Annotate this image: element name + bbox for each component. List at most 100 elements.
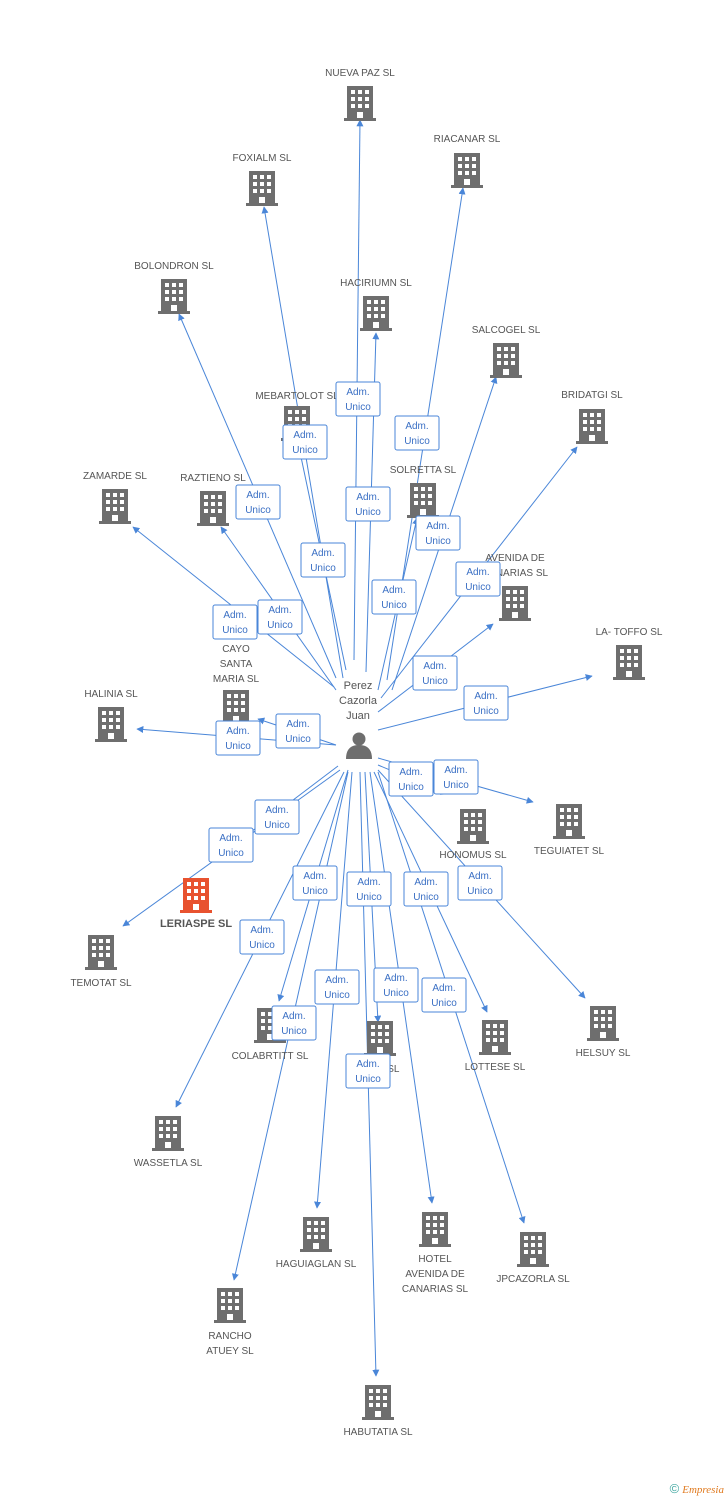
building-icon [85,935,117,970]
role-label: Unico [404,436,430,447]
company-node-leriaspe[interactable]: LERIASPE SL [160,878,232,930]
role-label: Unico [310,563,336,574]
company-node-wassetla[interactable]: WASSETLA SL [134,1116,203,1169]
role-label: Unico [355,1074,381,1085]
building-icon [490,343,522,378]
role-label: Unico [264,820,290,831]
role-badge-habutatia[interactable]: Adm.Unico [345,1053,391,1089]
company-node-salcogel[interactable]: SALCOGEL SL [472,325,541,378]
person-node[interactable]: Perez Cazorla Juan [339,680,378,759]
role-label: Unico [222,625,248,636]
role-badge-nueva-paz[interactable]: Adm.Unico [335,381,381,417]
role-badge-helsuy[interactable]: Adm. Unico [457,865,503,901]
person-name-line-1: Perez [344,680,373,692]
role-badge-lottese[interactable]: Adm.Unico [403,871,449,907]
building-icon [517,1232,549,1267]
role-label: Unico [355,507,381,518]
company-node-mebartolot[interactable]: MEBARTOLOT SL [255,391,339,441]
company-label: TEGUIATET SL [534,846,605,857]
company-label: WASSETLA SL [134,1158,203,1169]
company-node-riacanar[interactable]: RIACANAR SL [434,134,501,188]
company-node-halinia[interactable]: HALINIA SL [84,689,138,742]
building-icon [197,491,229,526]
role-badge-halinia[interactable]: Adm.Unico [215,720,261,756]
company-label: HELSUY SL [576,1048,631,1059]
company-node-colabrtitt[interactable]: COLABRTITT SL [232,1008,309,1062]
company-label: TEMOTAT SL [70,978,132,989]
role-badge-honomus[interactable]: Adm.Unico [388,761,434,797]
role-badge-teguiatet[interactable]: Adm.Unico [433,759,479,795]
company-node-zamarde[interactable]: ZAMARDE SL [83,471,147,524]
company-node-haciriumn[interactable]: HACIRIUMN SL [340,278,412,331]
company-label: RIACANAR SL [434,134,501,145]
company-node-helsuy[interactable]: HELSUY SL [576,1006,631,1059]
role-label: Adm. [303,871,326,882]
company-node-teguiatet[interactable]: TEGUIATET SL [534,804,605,857]
role-badge-avenida-canarias[interactable]: Adm.Unico [412,655,458,691]
company-node-bolondron[interactable]: BOLONDRON SL [134,261,214,314]
company-label: CAYO [222,644,250,655]
role-badge-salcogel[interactable]: Adm.Unico [371,579,417,615]
company-node-haguiaglan[interactable]: HAGUIAGLAN SL [276,1217,357,1270]
role-badge-jpcazorla[interactable]: Adm.Unico [421,977,467,1013]
role-label: Unico [473,706,499,717]
role-label: Unico [467,886,493,897]
role-badge-foxialm[interactable]: Adm.Unico [300,542,346,578]
role-label: Adm. [399,767,422,778]
role-badge-colabrtitt[interactable]: Adm. Unico [292,865,338,901]
company-node-honomus[interactable]: HONOMUS SL [439,809,507,861]
role-badge-bridatgi[interactable]: Adm.Unico [455,561,501,597]
company-label: SANTA [220,659,253,670]
role-label: Adm. [286,719,309,730]
role-label: Adm. [384,973,407,984]
building-icon [158,279,190,314]
role-badge-bolondron[interactable]: Adm.Unico [235,484,281,520]
role-label: Adm. [468,871,491,882]
company-node-nueva-paz[interactable]: NUEVA PAZ SL [325,68,395,121]
role-badge-solretta[interactable]: Adm.Unico [415,515,461,551]
role-label: Adm. [325,975,348,986]
role-label: Adm. [356,492,379,503]
role-badge-riacanar[interactable]: Adm.Unico [394,415,440,451]
role-badge-leriaspe[interactable]: Adm.Unico [254,799,300,835]
role-badge-temotat[interactable]: Adm.Unico [208,827,254,863]
role-badge-la-toffo[interactable]: Adm.Unico [463,685,509,721]
company-node-foxialm[interactable]: FOXIALM SL [233,153,292,206]
building-icon [364,1021,396,1056]
role-badge-cayo-santa-maria[interactable]: Adm.Unico [275,713,321,749]
building-icon [362,1385,394,1420]
company-label: LERIASPE SL [160,918,232,930]
role-badge-zamarde[interactable]: Adm.Unico [212,604,258,640]
company-node-habutatia[interactable]: HABUTATIA SL [343,1385,413,1438]
company-node-la-toffo[interactable]: LA- TOFFO SL [596,627,663,680]
company-node-jpcazorla[interactable]: JPCAZORLA SL [496,1232,570,1285]
company-node-raztieno[interactable]: RAZTIENO SL [180,473,246,526]
company-node-solretta[interactable]: SOLRETTA SL [390,465,457,518]
role-badge-m-as[interactable]: Adm.Unico [346,871,392,907]
building-icon [479,1020,511,1055]
role-label: Adm. [444,765,467,776]
company-label: BRIDATGI SL [561,390,623,401]
role-badge-wassetla[interactable]: Adm.Unico [239,919,285,955]
brand-logo: Empresia [682,1484,724,1496]
copyright-icon: © [669,1481,680,1496]
company-node-lottese[interactable]: LOTTESE SL [465,1020,526,1073]
role-label: Unico [431,998,457,1009]
company-node-temotat[interactable]: TEMOTAT SL [70,935,132,989]
company-label: AVENIDA DE [405,1269,465,1280]
role-badge-rancho-atuey[interactable]: Adm.Unico [271,1005,317,1041]
role-badge-haciriumn[interactable]: Adm. Unico [345,486,391,522]
role-label: Unico [249,940,275,951]
company-label: HONOMUS SL [439,850,507,861]
role-badge-mebartolot[interactable]: Adm.Unico [282,424,328,460]
role-label: Unico [302,886,328,897]
footer-brand: © Empresia [670,1481,724,1496]
role-badge-haguiaglan[interactable]: Adm.Unico [314,969,360,1005]
role-badge-hotel-avenida[interactable]: Adm.Unico [373,967,419,1003]
role-badge-raztieno[interactable]: Adm.Unico [257,599,303,635]
company-node-bridatgi[interactable]: BRIDATGI SL [561,390,623,444]
